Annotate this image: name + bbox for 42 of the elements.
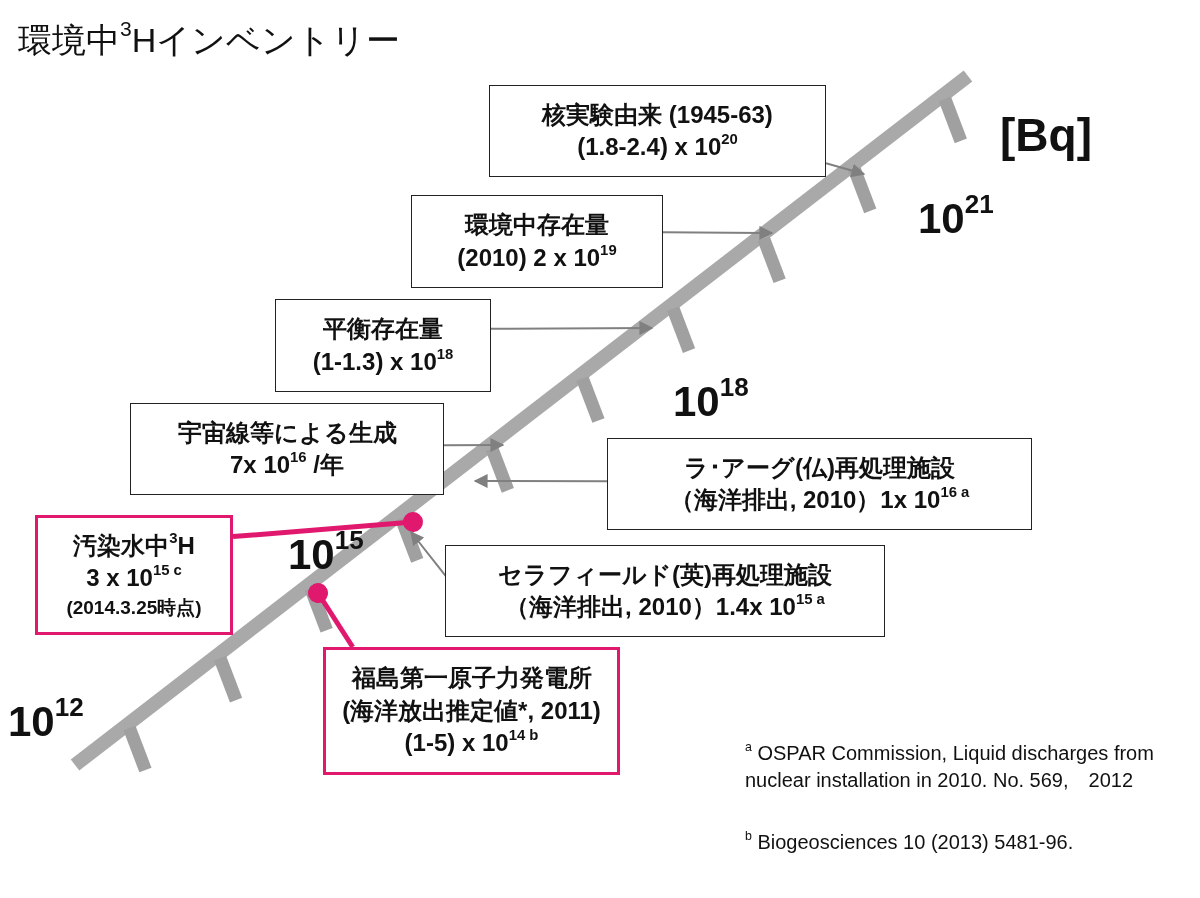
label-box: [607, 438, 1032, 530]
label-box: [445, 545, 885, 637]
box-text: 3 x 10$^{15 c}$: [86, 562, 182, 594]
arrow: [473, 474, 608, 488]
box-text: （海洋排出, 2010）1.4x 10$^{15 a}$: [505, 591, 825, 622]
footnote: $^{a}$ OSPAR Commission, Liquid discharges from nuclear installation in 2010. No. 569, 2012: [745, 740, 1155, 793]
label-box: [130, 403, 444, 495]
box-text: 汚染水中$^{3}$H: [73, 529, 195, 561]
box-text: 環境中存在量: [465, 210, 609, 241]
scale-value: 10$^{18}$: [673, 378, 749, 426]
arrow: [825, 162, 866, 178]
unit-label: [Bq]: [1000, 108, 1092, 162]
box-text: (海洋放出推定値*, 2011): [342, 695, 601, 726]
leader-line: [232, 512, 423, 540]
footnote: $^{b}$ Biogeosciences 10 (2013) 5481-96.: [745, 831, 1074, 854]
box-text: (1-1.3) x 10$^{18}$: [312, 345, 454, 377]
scale-value: 10$^{21}$: [918, 195, 994, 243]
label-box: [275, 299, 491, 392]
box-text: 7x 10$^{16}$ /年: [230, 449, 344, 480]
label-box: [489, 85, 826, 177]
scale-value: 10$^{12}$: [8, 698, 84, 746]
arrow: [662, 225, 774, 240]
scale-value: 10$^{15}$: [288, 531, 364, 579]
box-text: (1-5) x 10$^{14 b}$: [404, 727, 539, 759]
label-box: [411, 195, 663, 288]
box-text: (2014.3.25時点): [66, 595, 202, 620]
box-text: （海洋排出, 2010）1x 10$^{16 a}$: [669, 484, 970, 515]
box-text: (2010) 2 x 10$^{19}$: [457, 241, 617, 273]
label-box: [323, 647, 620, 775]
box-text: 核実験由来 (1945-63): [542, 99, 773, 130]
box-text: (1.8-2.4) x 10$^{20}$: [577, 131, 738, 162]
box-text: 宇宙線等による生成: [177, 417, 397, 448]
title: 環境中$^{3}$Hインベントリー: [18, 18, 401, 61]
label-box: [35, 515, 233, 635]
box-text: ラ･アーグ(仏)再処理施設: [684, 452, 955, 483]
box-text: セラフィールド(英)再処理施設: [498, 559, 832, 590]
arrow: [443, 438, 505, 453]
arrow: [490, 321, 654, 336]
arrow: [410, 530, 446, 578]
box-text: 福島第一原子力発電所: [351, 663, 592, 694]
box-text: 平衡存在量: [323, 314, 443, 345]
leader-line: [308, 583, 355, 649]
